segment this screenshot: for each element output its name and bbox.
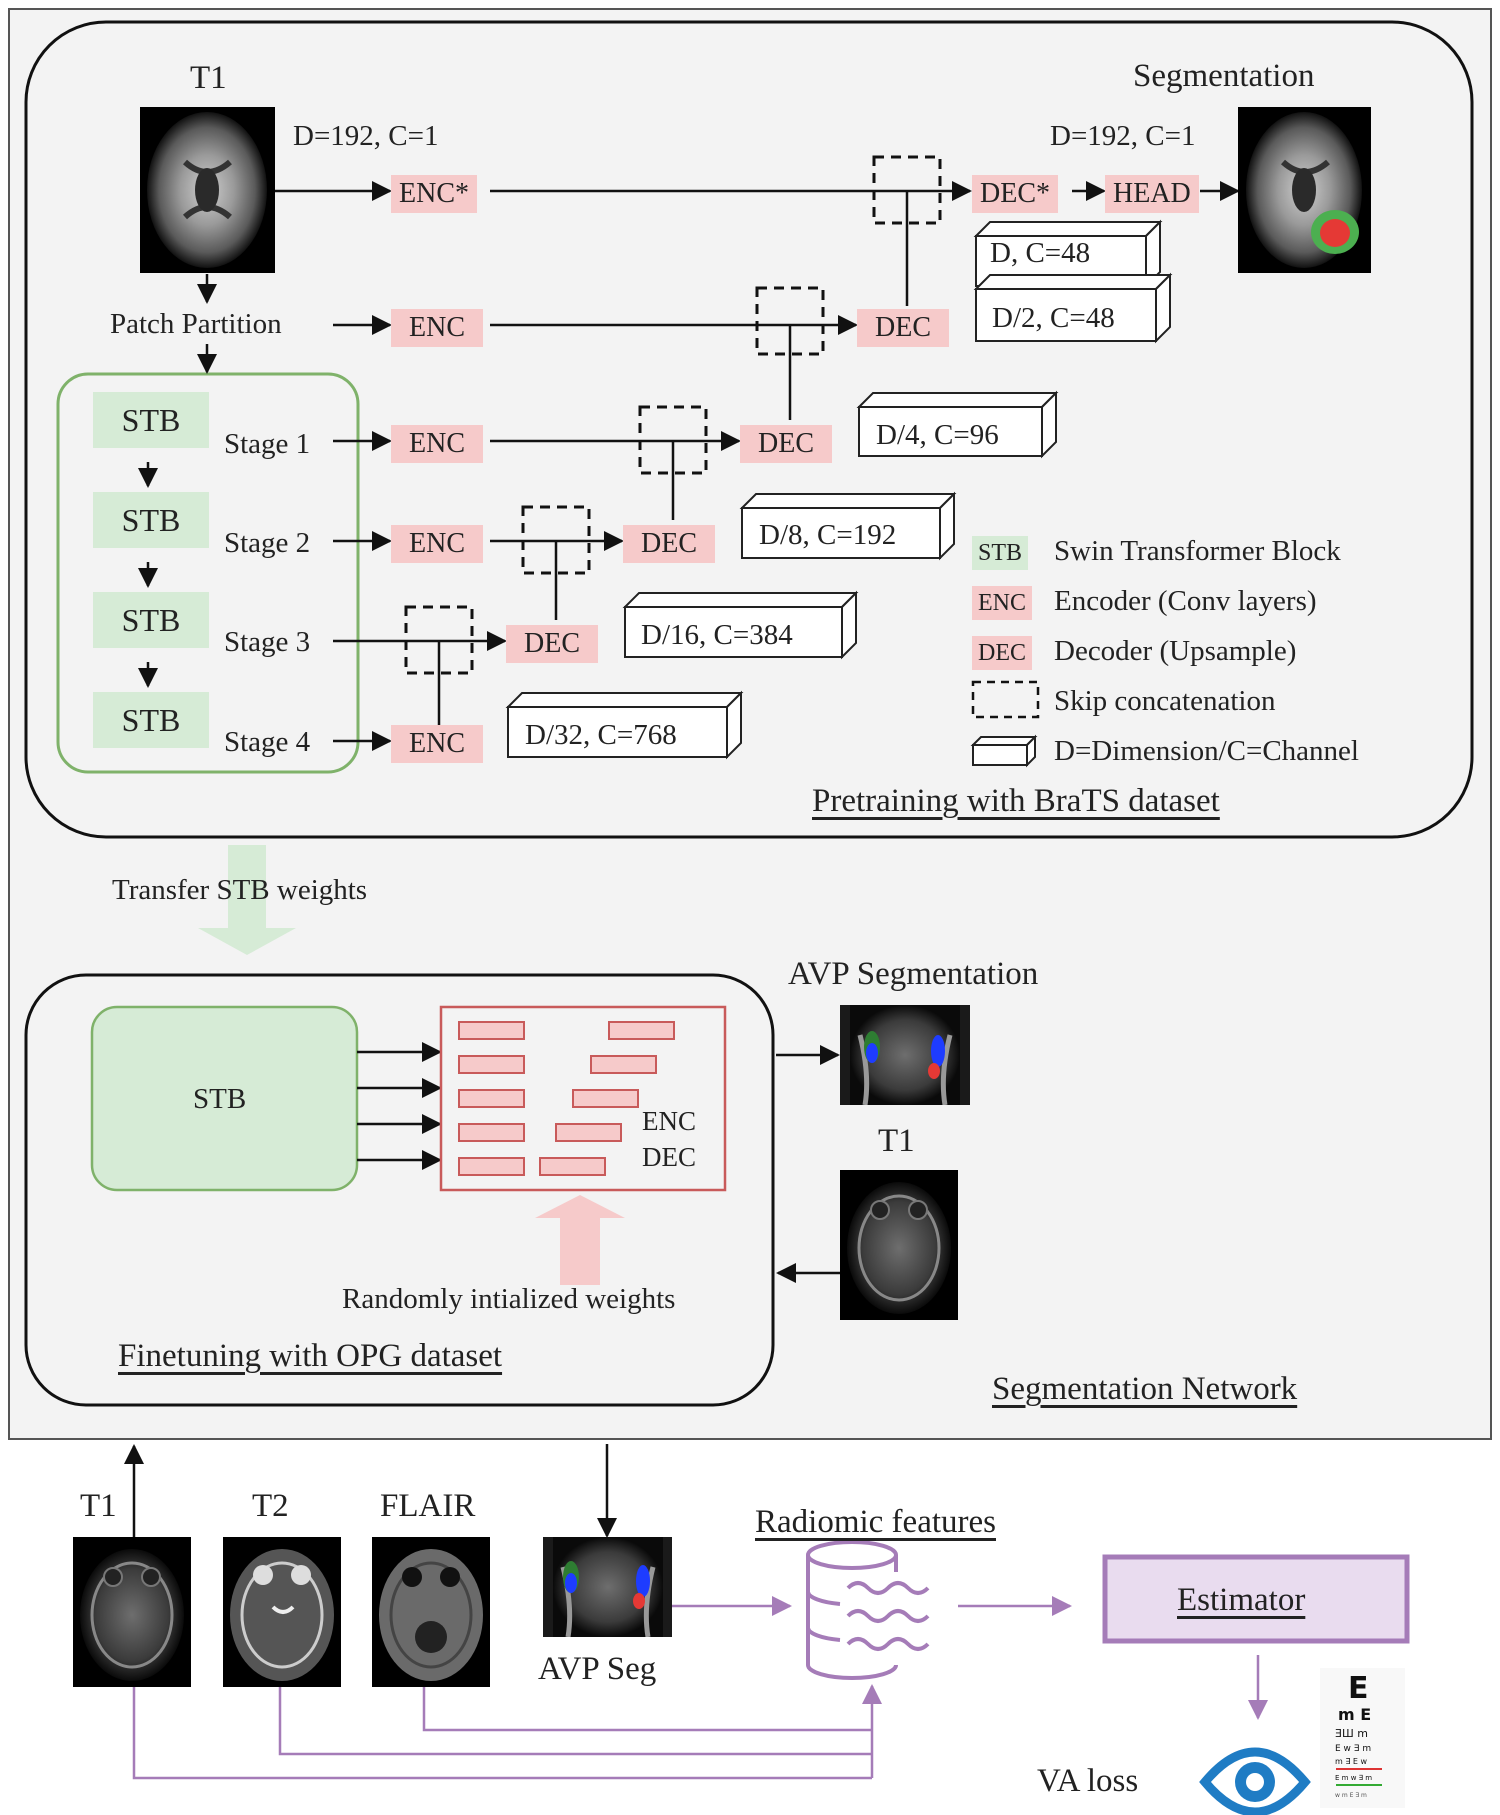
cuboid-icon [970,734,1038,768]
skip-concat-2 [755,286,825,356]
enc-block-1: ENC [391,425,483,463]
legend-skip-text: Skip concatenation [1054,685,1276,717]
stb-block-4: STB [93,692,209,748]
dashed-square-icon [971,680,1040,719]
bottom-flair-label: FLAIR [380,1488,476,1524]
enc-block-0: ENC [391,309,483,347]
finetune-layer-bars [458,1021,675,1176]
cuboid-fm4 [622,590,859,660]
svg-text:m E: m E [1338,1705,1371,1724]
svg-text:E: E [1348,1671,1369,1706]
svg-text:m ∃ E w: m ∃ E w [1335,1757,1368,1766]
legend-dim-text: D=Dimension/C=Channel [1054,735,1359,767]
feature-map-0-label: D, C=48 [990,237,1091,269]
segmentation-output-image [1238,107,1371,273]
eye-icon [1199,1747,1311,1815]
pretrain-arrows [138,181,1240,751]
finetune-arrows [357,1042,840,1283]
pretrain-output-dims: D=192, C=1 [1050,120,1196,152]
bottom-t2-label: T2 [252,1488,289,1524]
bottom-flair-image [372,1537,490,1687]
cuboid-fm5 [505,690,744,760]
feature-map-cuboids [505,219,1173,760]
transfer-arrow [198,845,296,955]
t1-input-image [140,107,275,273]
bottom-t1-label: T1 [80,1488,117,1524]
estimator-label: Estimator [1177,1582,1306,1618]
stb-block-2: STB [93,492,209,548]
bottom-avp-seg-image [543,1537,672,1637]
legend-stb-text: Swin Transformer Block [1054,535,1341,567]
estimator-box [1102,1554,1410,1644]
patch-partition-label: Patch Partition [110,308,282,340]
cuboid-fm3 [739,491,957,561]
feature-map-1-label: D/2, C=48 [992,302,1115,334]
bottom-avp-seg-label: AVP Seg [538,1651,657,1687]
feature-map-3-label: D/8, C=192 [759,519,897,551]
dec-block-3: DEC [623,525,715,563]
avp-segmentation-label: AVP Segmentation [788,956,1039,992]
bottom-t1-image [73,1537,191,1687]
cuboid-fm1 [973,272,1173,344]
transfer-label: Transfer STB weights [112,874,368,906]
svg-text:w m E ∃ m: w m E ∃ m [1335,1792,1367,1799]
svg-text:E m w ∃ m: E m w ∃ m [1335,1774,1372,1782]
svg-text:E w ∃ m: E w ∃ m [1335,1744,1371,1754]
finetune-enc-label: ENC [642,1106,696,1136]
legend-stb-tag: STB [972,536,1029,570]
svg-text:ƎШ m: ƎШ m [1335,1727,1368,1740]
va-loss-label: VA loss [1037,1763,1139,1799]
finetune-t1-label: T1 [878,1123,915,1159]
eye-chart-icon: E m E ƎШ m E w ∃ m m ∃ E w E m w ∃ m w m… [1320,1668,1405,1808]
legend-enc-tag: ENC [972,586,1032,620]
feature-map-5-label: D/32, C=768 [525,719,677,751]
dec-block-4: DEC [506,625,598,663]
stb-block-1: STB [93,392,209,448]
enc-block-4: ENC [391,725,483,763]
stage-4-label: Stage 4 [224,726,311,758]
enc-block-2: ENC [391,525,483,563]
cuboid-fm2 [856,390,1059,459]
legend-dec-text: Decoder (Upsample) [1054,635,1297,667]
pretrain-title: Pretraining with BraTS dataset [812,783,1220,819]
stb-block-3: STB [93,592,209,648]
stage-2-label: Stage 2 [224,527,311,559]
head-block: HEAD [1105,175,1199,213]
enc-star-block: ENC* [391,175,477,213]
legend-enc-text: Encoder (Conv layers) [1054,585,1317,617]
dec-block-1: DEC [857,309,949,347]
random-weights-label: Randomly intialized weights [342,1283,676,1315]
finetune-stb-box [90,1005,359,1192]
legend-dec-tag: DEC [972,636,1032,670]
stb-stack-frame [56,372,360,774]
feature-map-4-label: D/16, C=384 [641,619,793,651]
database-icon [806,1540,930,1680]
radiomic-features-label: Radiomic features [755,1504,996,1540]
segmentation-network-title: Segmentation Network [992,1371,1298,1407]
pretrain-input-label: T1 [190,60,227,96]
stage-3-label: Stage 3 [224,626,311,658]
dec-block-2: DEC [740,425,832,463]
finetune-dec-label: DEC [642,1142,696,1172]
bottom-black-arrows [124,1444,617,1540]
random-weights-arrow [535,1195,625,1285]
pretrain-input-dims: D=192, C=1 [293,120,439,152]
avp-segmentation-image [840,1005,970,1105]
cuboid-fm0 [973,219,1163,289]
finetune-stb-label: STB [193,1083,247,1115]
finetune-encdec-panel [439,1005,727,1192]
bottom-t2-image [223,1537,341,1687]
feature-map-2-label: D/4, C=96 [876,419,999,451]
stage-1-label: Stage 1 [224,428,311,460]
pretrain-output-label: Segmentation [1133,58,1315,94]
purple-connections [132,1596,1268,1780]
dec-star-block: DEC* [972,175,1058,213]
finetune-title: Finetuning with OPG dataset [118,1338,503,1374]
finetune-t1-image [840,1170,958,1320]
